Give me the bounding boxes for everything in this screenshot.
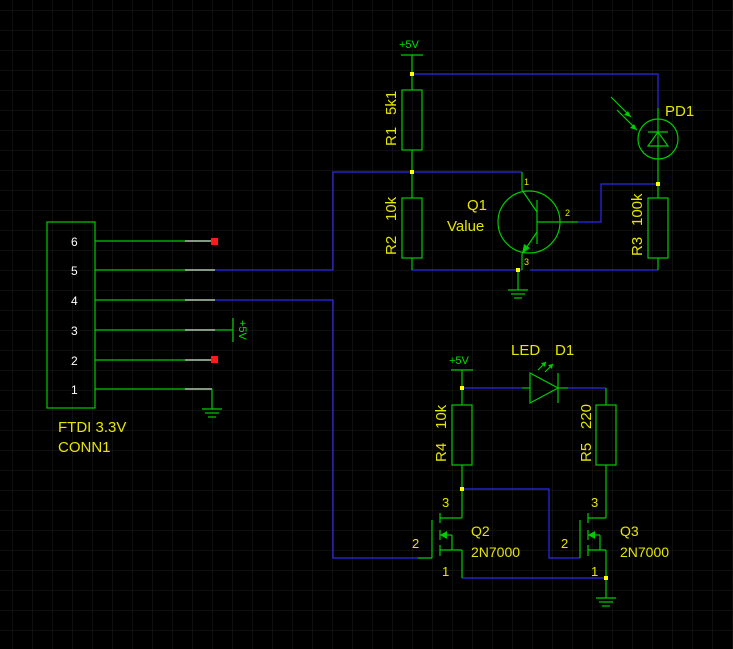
q3-ref: Q3 (620, 523, 639, 539)
no-connect-marker-pin6 (211, 238, 218, 245)
q1-value: Value (447, 218, 484, 235)
ground-symbol-q3 (596, 578, 616, 607)
junction-dot (604, 576, 608, 580)
conn-pin-1: 1 (71, 383, 78, 397)
connector-name: FTDI 3.3V (58, 419, 126, 436)
wires (215, 73, 659, 579)
r5-value: 220 (578, 404, 595, 429)
wire-q2-drain-q3-gate[interactable] (462, 488, 580, 559)
r2-value: 10k (383, 196, 400, 221)
junction-dot (460, 487, 464, 491)
junction-dot (410, 72, 414, 76)
q2-ref: Q2 (471, 523, 490, 539)
connector-ref: CONN1 (58, 439, 111, 456)
q1-pin-1: 1 (524, 177, 529, 187)
q3-value: 2N7000 (620, 544, 669, 560)
ground-symbol-conn1 (202, 389, 222, 418)
resistor-r5[interactable]: 220 R5 (578, 388, 617, 509)
wire-pin5[interactable] (215, 171, 412, 271)
q2-pin-1: 1 (442, 564, 449, 579)
transistor-q1[interactable]: 1 2 3 Q1 Value (447, 172, 578, 270)
junction-dot (656, 182, 660, 186)
led-value: LED (511, 342, 540, 359)
q3-pin-3: 3 (591, 495, 598, 510)
q3-pin-2: 2 (561, 536, 568, 551)
r4-value: 10k (433, 404, 450, 429)
led-d1[interactable]: LED D1 (511, 342, 574, 405)
q2-pin-3: 3 (442, 495, 449, 510)
conn-pin-6: 6 (71, 235, 78, 249)
power-label-top: +5V (399, 39, 420, 51)
power-label-pin3: +5V (236, 320, 248, 341)
led-ref: D1 (555, 342, 574, 359)
no-connect-marker-pin2 (211, 356, 218, 363)
q2-pin-2: 2 (412, 536, 419, 551)
q1-ref: Q1 (467, 197, 487, 214)
resistor-r3[interactable]: 100k R3 (629, 184, 669, 270)
junction-dot (460, 386, 464, 390)
wire-pin4[interactable] (215, 299, 432, 559)
r3-ref: R3 (629, 237, 646, 256)
r1-value: 5k1 (383, 91, 400, 115)
q3-pin-1: 1 (591, 564, 598, 579)
r2-ref: R2 (383, 236, 400, 255)
photodiode-pd1[interactable]: PD1 (610, 96, 694, 184)
r1-ref: R1 (383, 127, 400, 146)
light-arrows-icon (610, 96, 638, 131)
mosfet-q2[interactable]: 3 2 1 Q2 2N7000 (412, 489, 520, 579)
junction-dot (516, 268, 520, 272)
led-emission-icon (537, 361, 554, 373)
power-label-led: +5V (449, 355, 470, 367)
conn-pin-5: 5 (71, 264, 78, 278)
q1-pin-2: 2 (565, 208, 570, 218)
junction-dot (410, 170, 414, 174)
junctions (410, 72, 660, 580)
r5-ref: R5 (578, 443, 595, 462)
wire-q1-base[interactable] (578, 183, 658, 223)
q2-value: 2N7000 (471, 544, 520, 560)
r4-ref: R4 (433, 443, 450, 462)
pd1-ref: PD1 (665, 103, 694, 120)
resistor-r4[interactable]: 10k R4 (433, 404, 473, 489)
conn-pin-3: 3 (71, 324, 78, 338)
resistor-r2[interactable]: 10k R2 (383, 172, 423, 270)
connector-body (46, 221, 96, 409)
ground-symbol-q1 (508, 270, 528, 299)
connector-conn1[interactable]: 6 5 4 3 2 1 FTDI 3.3V CONN1 +5V (46, 221, 248, 456)
conn-pin-4: 4 (71, 294, 78, 308)
resistor-r1[interactable]: 5k1 R1 (383, 89, 423, 172)
wire-5v-pd1[interactable] (412, 73, 659, 108)
q1-pin-3: 3 (524, 257, 529, 267)
r3-value: 100k (629, 193, 646, 226)
mosfet-q3[interactable]: 3 2 1 Q3 2N7000 (561, 495, 669, 579)
conn-pin-2: 2 (71, 354, 78, 368)
